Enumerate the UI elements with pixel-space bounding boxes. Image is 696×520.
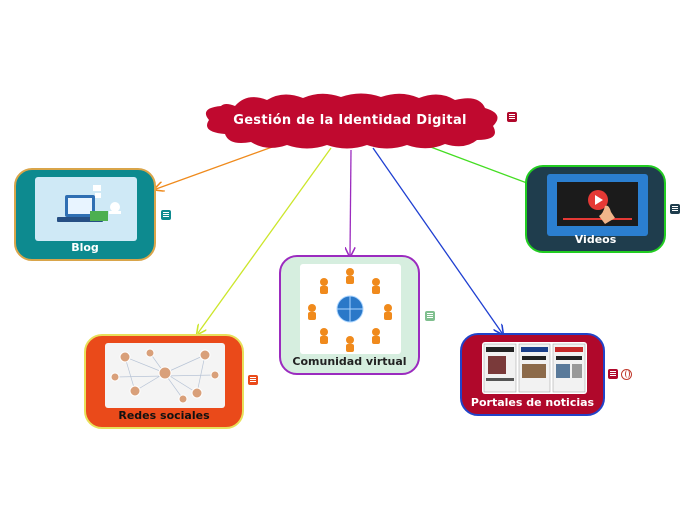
topic-blog[interactable]: Blog [14,168,156,261]
topic-portales[interactable]: Portales de noticias [460,333,605,416]
topic-redes-label: Redes sociales [118,409,210,422]
topic-blog-label: Blog [71,241,99,254]
topic-comunidad[interactable]: Comunidad virtual [279,255,420,375]
topic-videos-label: Videos [574,233,617,246]
link-to-comunidad [350,149,351,255]
central-title: Gestión de la Identidad Digital [233,112,467,128]
social-network-illustration [105,343,225,408]
note-icon[interactable] [161,210,171,220]
central-topic[interactable]: Gestión de la Identidad Digital [195,90,505,150]
note-icon[interactable] [425,311,435,321]
note-icon[interactable] [248,375,258,385]
topic-portales-label: Portales de noticias [470,396,595,409]
newspapers-illustration [482,342,587,394]
link-to-portales [372,147,502,333]
link-to-blog [156,145,276,189]
blog-illustration [35,177,137,241]
note-icon[interactable] [608,369,618,379]
topic-comunidad-label: Comunidad virtual [292,355,407,368]
link-to-redes [198,147,332,333]
topic-videos[interactable]: Videos [525,165,666,253]
note-icon[interactable] [670,204,680,214]
community-illustration [300,264,401,354]
cloud-shape [205,93,498,149]
link-to-videos [427,145,528,184]
video-player-illustration [547,174,648,236]
note-icon[interactable] [507,112,517,122]
topic-redes[interactable]: Redes sociales [84,334,244,429]
globe-icon[interactable] [621,369,632,380]
